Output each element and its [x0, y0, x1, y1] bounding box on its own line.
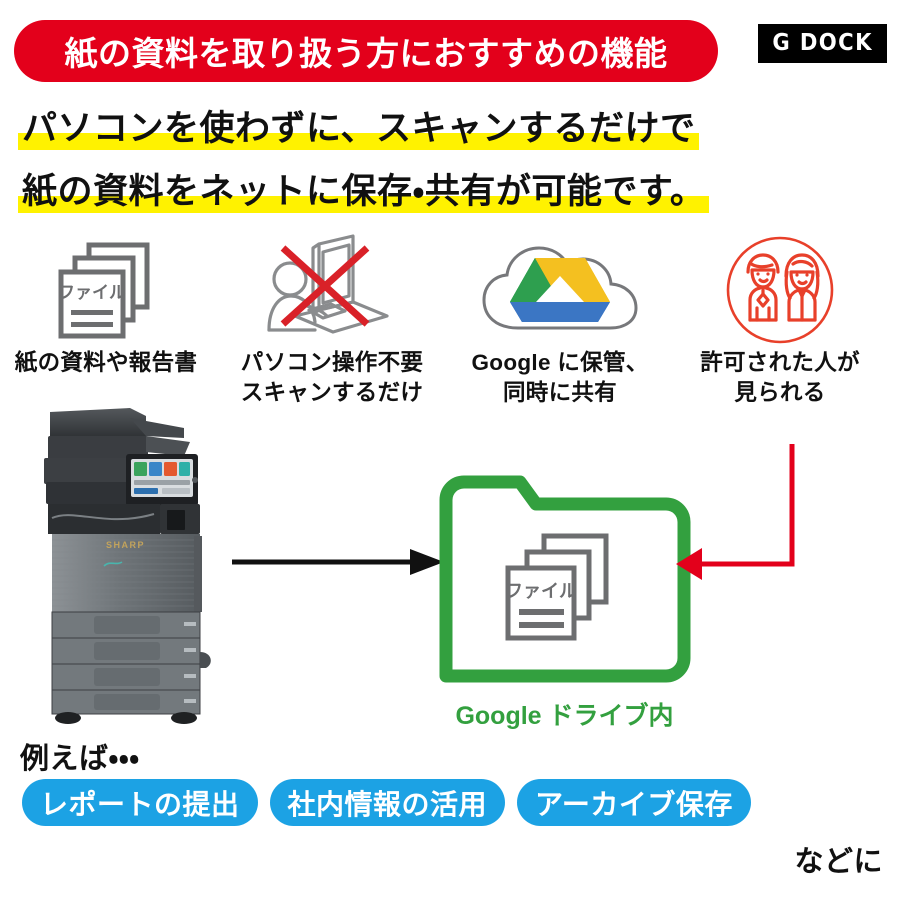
pc-operation-not-needed-icon — [222, 232, 442, 344]
example-pill-internal-info[interactable]: 社内情報の活用 — [269, 779, 506, 826]
google-drive-folder: ファイル — [432, 470, 697, 690]
sharp-mfp-svg: SHARP — [44, 408, 211, 724]
feature-google-storage: Google に保管、 同時に共有 — [450, 232, 670, 407]
document-stack-icon: ファイル — [0, 232, 216, 344]
feature-caption: 許可された人が 見られる — [670, 348, 890, 407]
brand-logo-text: G DOCK — [772, 30, 873, 56]
brand-logo: G DOCK — [757, 24, 887, 63]
feature-caption-line2: 見られる — [734, 379, 826, 405]
access-flow-arrow — [676, 440, 802, 580]
feature-caption-line1: 紙の資料や報告書 — [14, 350, 198, 375]
subtitle-line-2: 紙の資料をネットに保存・共有が可能です。 — [17, 163, 710, 214]
feature-caption-line1: 許可された人が — [700, 350, 860, 375]
feature-caption: 紙の資料や報告書 — [0, 348, 216, 378]
feature-authorized-people: 許可された人が 見られる — [670, 232, 890, 407]
feature-caption-line2: 同時に共有 — [502, 379, 617, 405]
person-at-computer-svg — [267, 234, 389, 334]
example-pill-label: レポートの提出 — [40, 788, 240, 820]
feature-caption: パソコン操作不要 スキャンするだけ — [222, 348, 442, 407]
authorized-people-icon — [670, 232, 890, 344]
subtitle-line-1-text: パソコンを使わずに、スキャンするだけで — [17, 100, 700, 151]
multifunction-printer-image: SHARP — [34, 406, 234, 726]
document-file-label: ファイル — [58, 283, 126, 302]
two-people-circle-svg — [726, 236, 834, 344]
example-pill-label: アーカイブ保存 — [535, 788, 733, 820]
subtitle-line-2-text: 紙の資料をネットに保存・共有が可能です。 — [17, 163, 710, 214]
black-right-arrow-svg — [232, 549, 444, 575]
example-pill-row: レポートの提出 社内情報の活用 アーカイブ保存 — [22, 779, 751, 826]
subtitle-line-1: パソコンを使わずに、スキャンするだけで — [17, 100, 700, 151]
document-stack-svg: ファイル — [58, 242, 150, 339]
google-drive-cloud-icon — [450, 232, 670, 344]
headline-banner: 紙の資料を取り扱う方におすすめの機能 — [14, 20, 718, 82]
headline-text: 紙の資料を取り扱う方におすすめの機能 — [64, 35, 668, 72]
feature-caption-line1: パソコン操作不要 — [240, 350, 424, 375]
feature-no-pc-needed: パソコン操作不要 スキャンするだけ — [222, 232, 442, 407]
feature-caption-line2: スキャンするだけ — [240, 379, 424, 405]
scan-flow-arrow — [232, 546, 444, 578]
folder-file-label: ファイル — [505, 581, 577, 601]
folder-caption: Google ドライブ内 — [455, 702, 674, 730]
google-drive-cloud-svg — [482, 246, 638, 330]
printer-brand-label: SHARP — [106, 540, 145, 550]
feature-paper-documents: ファイル 紙の資料や報告書 — [0, 232, 216, 378]
red-inbound-arrow-svg — [676, 444, 795, 580]
examples-trailer-text: などに — [794, 846, 883, 878]
folder-document-stack: ファイル — [505, 533, 609, 641]
example-pill-label: 社内情報の活用 — [287, 788, 488, 820]
example-pill-report-submission[interactable]: レポートの提出 — [22, 779, 258, 826]
examples-lead-text: 例えば・・・ — [20, 743, 140, 775]
example-pill-archive-storage[interactable]: アーカイブ保存 — [517, 779, 751, 826]
feature-caption-line1: Google に保管、 — [471, 350, 649, 375]
feature-caption: Google に保管、 同時に共有 — [450, 348, 670, 407]
green-folder-svg: ファイル — [439, 475, 691, 683]
